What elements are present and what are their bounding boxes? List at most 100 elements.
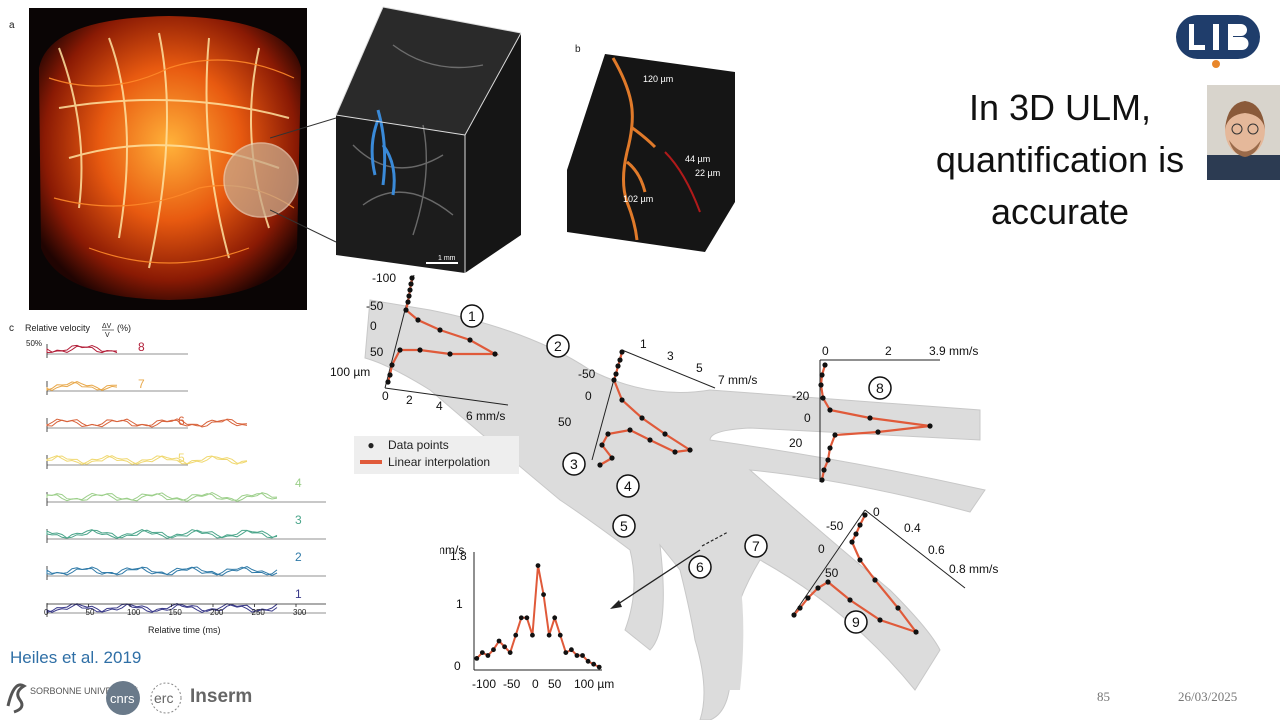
profile2-ytick: 50 [558,415,572,429]
profile2-xtick: 5 [696,361,703,375]
inset-xtick: 100 µm [574,677,614,691]
profile-2-point [662,431,668,437]
profile8-ytick: 20 [789,436,803,450]
profile-8-point [822,362,828,368]
inset-point [591,661,597,667]
inserm-logo: Inserm [190,686,252,707]
circle-label-text: 8 [876,380,884,396]
trace-label-5: 5 [178,451,185,465]
velocity-trace-5: 5 [46,451,248,469]
legend-points: ● Data points [360,438,449,452]
profile-1-point [403,307,409,313]
circle-label-3: 3 [562,452,586,476]
inset-unit: mm/s [440,543,464,557]
profile-9-point [913,629,919,635]
slide-title: In 3D ULM, quantification is accurate [900,82,1220,239]
legend-dot-icon: ● [367,438,375,452]
inset-point [507,650,513,655]
circle-label-5: 5 [612,514,636,538]
profile-2-point [687,447,693,453]
profile1-ytick: -100 [372,271,396,285]
inset-point [552,615,558,621]
circle-label-text: 5 [620,518,628,534]
velocity-ylabel-unit: (%) [117,323,131,333]
profile9-ytick: -50 [826,519,844,533]
profile-1-point [397,347,403,353]
velocity-trace-1: 1 [46,587,326,617]
inset-ytick: 1 [456,597,463,611]
inset-point [479,650,485,655]
profile-1-point [405,299,411,305]
velocity-xtick: 200 [210,608,224,617]
velocity-trace-4: 4 [46,476,326,506]
profile-1-point [447,351,453,357]
annot-44: 44 µm [685,154,710,164]
velocity-trace-2: 2 [46,550,326,580]
inset-point [502,644,508,650]
profile8-xtick: 0 [822,344,829,358]
circle-label-7: 7 [744,534,768,558]
sorbonne-logo: SORBONNE UNIVERSITÉ [6,683,138,714]
profile-2-point [611,377,617,383]
profile-9-point [895,605,901,611]
velocity-ytick: 50% [26,339,42,348]
profile-2-point [617,357,623,363]
inset-point [546,632,552,638]
inset-point [574,653,580,658]
velocity-ylabel: Relative velocity [25,323,91,333]
velocity-xtick: 250 [252,608,266,617]
inset-xtick: 50 [548,677,562,691]
inset-point [496,638,502,644]
title-line-2: quantification is [935,139,1185,181]
profile2-xtick: 7 mm/s [718,373,757,387]
profile-2-point [647,437,653,443]
inset-xtick: -50 [503,677,521,691]
profile-8-point [875,429,881,435]
inset-point [491,647,496,653]
profile-1-point [407,287,413,293]
profile-8-point [819,372,825,378]
inset-point [485,653,491,658]
profile-1-point [492,351,498,357]
inset-xtick: 0 [532,677,539,691]
velocity-trace-8: 8 [46,340,188,358]
profile1-ytick: 100 µm [330,365,370,379]
profile1-xtick: 6 mm/s [466,409,505,423]
profile-8-point [818,382,824,388]
profile9-xtick: 0.6 [928,543,945,557]
inset-point [568,647,574,653]
circle-label-text: 4 [624,478,632,494]
erc-logo-text: erc [154,690,173,706]
profile-8-point [825,457,831,463]
lib-logo [1176,15,1260,68]
profile1-ytick: -50 [366,299,384,313]
velocity-trace-6: 6 [46,414,248,432]
profile-9-point [847,597,853,603]
profile8-ytick: -20 [792,389,810,403]
legend-line-icon [360,460,382,464]
profile-2-point [615,363,621,369]
velocity-trace-7: 7 [46,377,188,395]
profile-9 [791,512,919,635]
panel-b-label: b [575,44,581,55]
inset-point [563,650,569,655]
velocity-xtick: 50 [86,608,95,617]
annot-22: 22 µm [695,168,720,178]
inset-ytick: 1.8 [450,549,467,563]
profile8-xtick: 2 [885,344,892,358]
inset-point [585,658,591,664]
presenter-video [1207,85,1280,180]
legend: ● Data points Linear interpolation [354,436,519,474]
annot-102: 102 µm [623,194,653,204]
legend-points-label: Data points [388,438,449,452]
profile-2-point [599,442,605,448]
velocity-xtick: 300 [293,608,307,617]
profile-2-point [619,349,625,355]
profile-8-point [867,415,873,421]
profile9-xtick: 0.4 [904,521,921,535]
profile-9-point [877,617,883,623]
panel-a-label: a [9,20,15,31]
profile-2 [597,349,694,468]
circle-label-text: 2 [554,338,562,354]
citation: Heiles et al. 2019 [10,648,142,667]
